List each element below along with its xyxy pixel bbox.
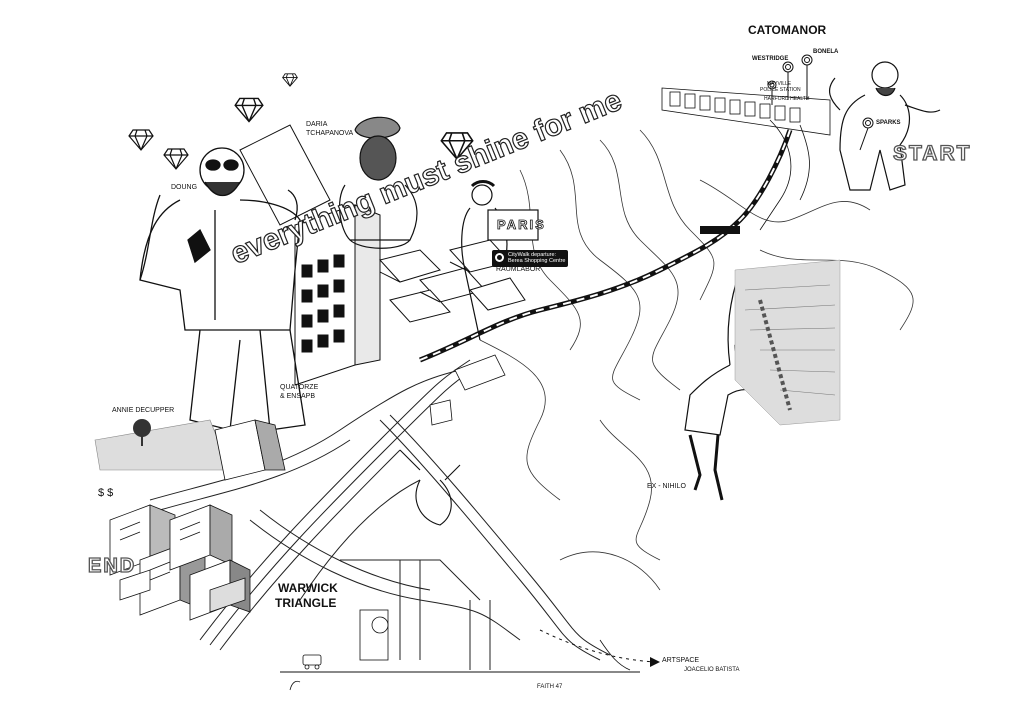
artist-annie[interactable]: ANNIE DECUPPER [112,407,175,414]
central-building [239,124,381,386]
artist-joacelio[interactable]: JOACELIO BATISTA [684,667,740,673]
diamond-icon [163,148,189,170]
daria-figure [338,116,418,249]
location-pins [767,54,874,151]
artist-doung[interactable]: DOUNG [171,184,198,191]
westridge-label[interactable]: WESTRIDGE [752,56,789,62]
artist-raumlabor[interactable]: RAUMLABOR [496,266,541,273]
catomanor-township [661,87,831,231]
raumlabor-figure [461,180,539,341]
end-city-buildings [109,504,251,621]
diamond-icon [282,73,298,87]
departure-pin-icon [495,253,504,262]
field-patch [734,259,841,426]
end-label[interactable]: END [87,555,137,577]
departure-line2: Berea Shopping Centre [508,258,566,265]
diamond-icon [128,129,154,151]
catomanor-label[interactable]: CATOMANOR [748,23,827,37]
diamond-icon [440,132,474,161]
route-path [419,129,793,363]
artist-sparks[interactable]: SPARKS [876,120,901,126]
departure-line1: CityWalk departure: [508,252,557,258]
artist-daria-line2[interactable]: TCHAPANOVA [306,130,354,137]
warwick-structures [214,354,506,661]
warwick-label-line1[interactable]: WARWICK [278,581,338,595]
mayville-police-line1[interactable]: MAYVILLE [767,81,792,87]
annie-landscape [94,419,231,471]
bottom-vignette [289,639,631,691]
departure-badge[interactable]: CityWalk departure: Berea Shopping Centr… [492,250,569,267]
artist-ex-nihilo[interactable]: EX - NIHILO [647,483,686,490]
harford-label[interactable]: HARFORD HEALTH [764,96,810,102]
doung-figure [139,147,306,431]
artist-quatorze-line1[interactable]: QUATORZE [280,384,319,391]
bonela-label[interactable]: BONELA [813,49,839,55]
artist-daria-line1[interactable]: DARIA [306,121,328,128]
artspace-arrow [539,629,660,667]
artist-artspace[interactable]: ARTSPACE [662,657,700,664]
terrain-contours [479,129,914,591]
falling-figure [399,449,461,526]
start-label[interactable]: START [892,142,972,165]
diamond-icon [234,97,264,123]
mayville-police-line2[interactable]: POLICE STATION [760,87,801,93]
artist-faith47[interactable]: FAITH 47 [537,684,563,690]
highway-interchange [149,359,611,670]
artist-quatorze-line2[interactable]: & ENSAPB [280,393,316,400]
sparks-figure [828,61,941,191]
warwick-label-line2[interactable]: TRIANGLE [275,596,337,610]
dollar-signs: $ $ [98,487,114,499]
paris-sign: PARIS [497,217,546,232]
